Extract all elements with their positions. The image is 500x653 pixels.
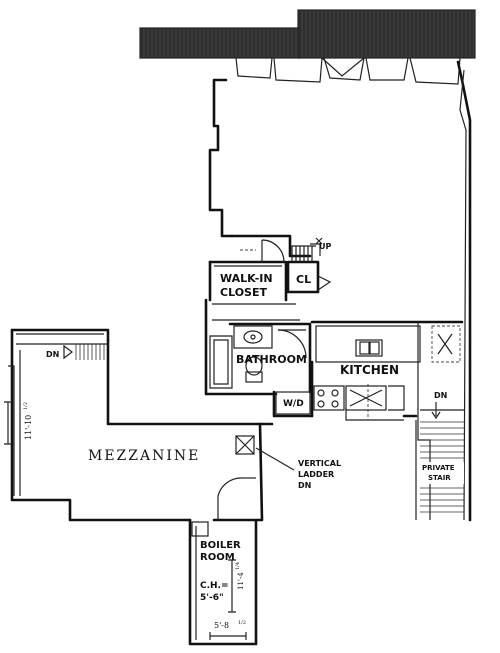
kitchen [310,320,464,421]
washer-dryer [272,390,314,418]
mezzanine [8,328,295,522]
bathroom-label: BATHROOM [236,353,307,366]
vertical-label: VERTICAL [298,459,341,468]
wd-label: W/D [283,399,304,409]
mezzanine-label: MEZZANINE [88,448,200,464]
dn-top-label: DN [46,350,59,359]
boiler-room [4,401,258,646]
window-bays [235,57,461,85]
cl-label: CL [296,273,311,286]
ladder-dn-label: DN [298,481,311,490]
boiler-width-frac: 1/2 [238,620,246,626]
bathroom [209,322,312,394]
boiler-label: BOILER [200,540,241,551]
room-label: ROOM [200,552,235,563]
stair-label: STAIR [428,474,451,482]
boiler-width-label: 5'-8 [214,621,229,630]
closet-label: CLOSET [220,286,267,299]
ch-label: C.H.= [200,581,229,591]
private-label: PRIVATE [422,464,455,472]
boiler-height-label: 11'-4 [237,572,245,590]
mezz-dim-label: 11'-10 [24,415,33,440]
top-hatched-wall [139,9,476,59]
dn-right-label: DN [434,391,447,400]
hall-lines [204,249,300,396]
kitchen-label: KITCHEN [340,363,399,377]
up-label: UP [319,242,331,251]
mezz-dim-frac: 1/2 [23,402,29,410]
walk-in-closet [208,237,332,302]
boiler-height-frac: 1/4 [235,562,241,570]
private-stair [402,322,464,520]
ladder-label: LADDER [298,470,334,479]
walk-in-label: WALK-IN [220,272,273,285]
ch-value-label: 5'-6" [200,593,224,603]
